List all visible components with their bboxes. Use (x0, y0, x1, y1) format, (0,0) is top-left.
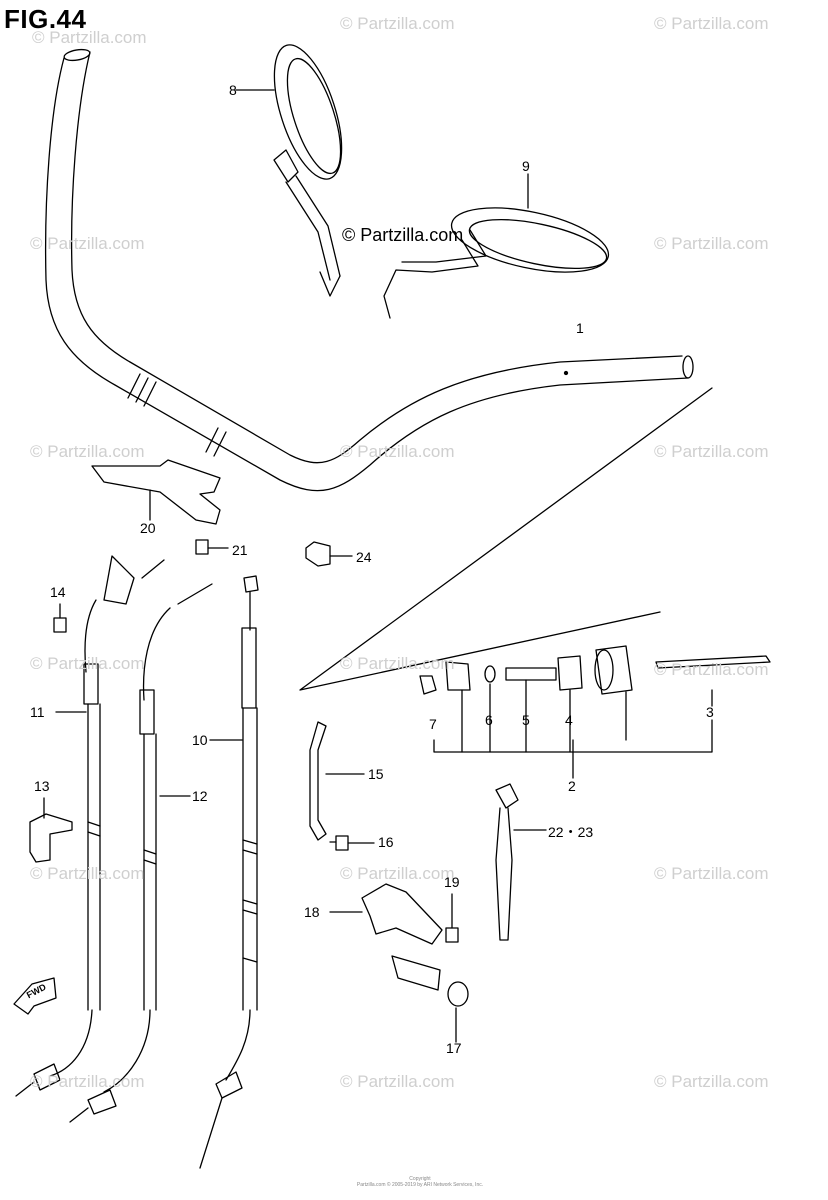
callout-5: 5 (522, 712, 530, 728)
footer-line-1: Copyright (409, 1176, 431, 1182)
screw-part-3 (655, 655, 771, 669)
callout-18: 18 (304, 904, 320, 920)
handlebar-part-1 (44, 48, 694, 492)
callout-11: 11 (30, 704, 45, 720)
nut-part-7 (419, 675, 437, 695)
callout-1: 1 (576, 320, 584, 336)
watermark: © Partzilla.com (30, 442, 145, 461)
callout-16: 16 (378, 834, 394, 850)
watermark: © Partzilla.com (340, 14, 455, 33)
callout-9: 9 (522, 158, 530, 174)
cable-tie-part-22 (495, 783, 547, 941)
callout-22-23: 22・23 (548, 824, 594, 840)
watermark: © Partzilla.com (654, 234, 769, 253)
mirror-part-9 (383, 173, 610, 319)
callout-7: 7 (429, 716, 437, 732)
copyright-footer: Copyright Partzilla.com © 2005-2019 by A… (340, 1176, 500, 1188)
callout-10: 10 (192, 732, 208, 748)
throttle-cable-part-11 (15, 555, 165, 1097)
figure-title: FIG.44 (4, 4, 87, 34)
callout-15: 15 (368, 766, 384, 782)
watermark: © Partzilla.com (654, 1072, 769, 1091)
screw-part-19 (445, 893, 459, 943)
guide-plate-part-20 (91, 459, 221, 525)
clamp-part-15 (309, 721, 365, 841)
watermark: © Partzilla.com (30, 234, 145, 253)
watermark: © Partzilla.com (654, 14, 769, 33)
callout-2: 2 (568, 778, 576, 794)
callout-8: 8 (229, 82, 237, 98)
washer-part-6 (484, 665, 496, 683)
weight-part-3 (595, 645, 633, 695)
watermark: © Partzilla.com (654, 864, 769, 883)
callout-14: 14 (50, 584, 66, 600)
bush-part-4 (557, 655, 583, 691)
watermark-main: © Partzilla.com (342, 225, 464, 245)
callout-19: 19 (444, 874, 460, 890)
bracket-part-13 (29, 797, 73, 863)
watermark: © Partzilla.com (654, 442, 769, 461)
clutch-cable-part-10 (199, 575, 259, 1169)
mirror-part-8 (235, 44, 343, 297)
collar-part-6 (445, 661, 471, 691)
screw-part-16 (329, 835, 375, 851)
watermark: © Partzilla.com (654, 660, 769, 679)
knob-part-17 (391, 955, 469, 1043)
watermark: © Partzilla.com (32, 28, 147, 47)
watermark: © Partzilla.com (30, 654, 145, 673)
watermark: © Partzilla.com (340, 654, 455, 673)
clip-part-24 (305, 541, 353, 567)
watermark: © Partzilla.com (340, 442, 455, 461)
bolt-part-14 (53, 603, 67, 633)
watermark: © Partzilla.com (30, 1072, 145, 1091)
callout-6: 6 (485, 712, 493, 728)
watermark: © Partzilla.com (340, 864, 455, 883)
footer-line-2: Partzilla.com © 2005-2019 by ARI Network… (356, 1182, 484, 1188)
throttle-cable-part-12 (69, 583, 213, 1123)
callout-13: 13 (34, 778, 50, 794)
callout-20: 20 (140, 520, 156, 536)
spacer-part-5 (505, 667, 557, 681)
callout-21: 21 (232, 542, 248, 558)
watermark: © Partzilla.com (340, 1072, 455, 1091)
callout-3: 3 (706, 704, 714, 720)
callout-24: 24 (356, 549, 372, 565)
guide-lines (299, 387, 713, 691)
end-weight-assembly (419, 645, 771, 779)
callout-12: 12 (192, 788, 208, 804)
fwd-arrow (13, 977, 57, 1015)
callout-4: 4 (565, 712, 573, 728)
bolt-part-21 (195, 539, 229, 555)
callout-17: 17 (446, 1040, 462, 1056)
bracket-part-18 (329, 883, 443, 945)
watermark: © Partzilla.com (30, 864, 145, 883)
